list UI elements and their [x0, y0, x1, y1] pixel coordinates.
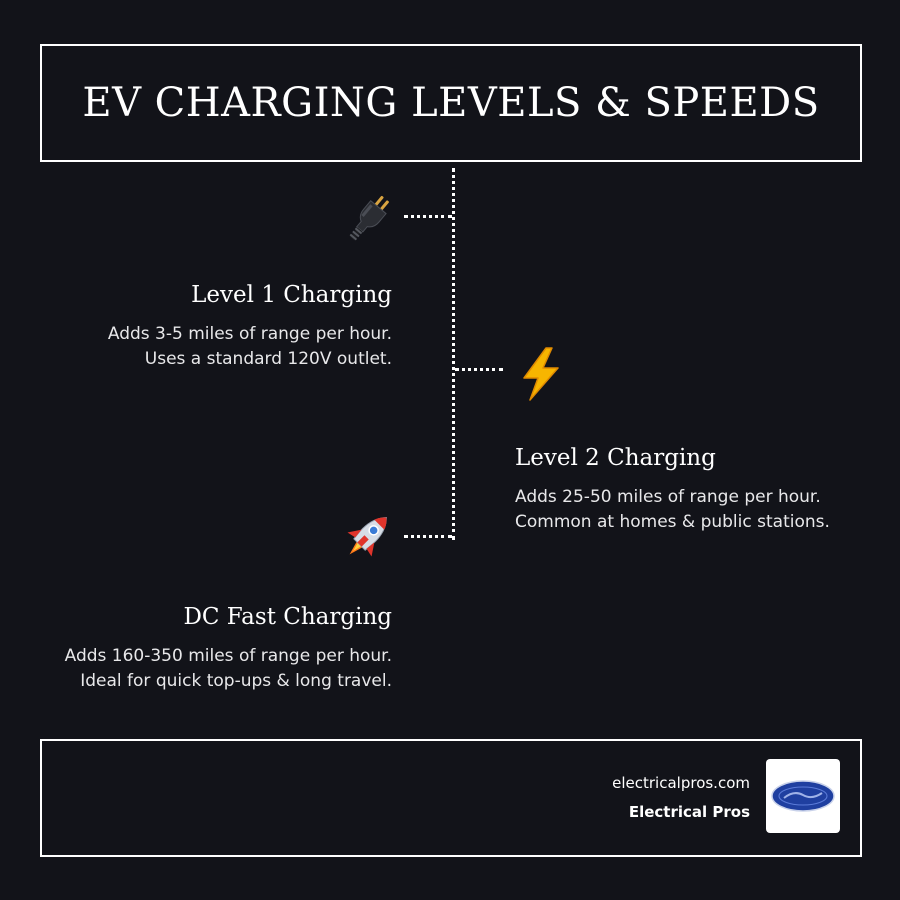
lightning-bolt-icon	[516, 346, 572, 402]
dc-fast-description-line-1: Adds 160-350 miles of range per hour.	[64, 646, 392, 666]
level-1-card: Level 1 Charging Adds 3-5 miles of range…	[108, 282, 392, 372]
footer: electricalpros.com Electrical Pros	[40, 739, 862, 857]
page-title: EV CHARGING LEVELS & SPEEDS	[82, 80, 820, 126]
rocket-icon	[340, 508, 396, 564]
dc-fast-card: DC Fast Charging Adds 160-350 miles of r…	[65, 604, 392, 694]
dc-fast-title: DC Fast Charging	[183, 604, 392, 630]
website-link[interactable]: electricalpros.com	[612, 774, 750, 792]
level-1-description-line-2: Uses a standard 120V outlet.	[144, 349, 392, 369]
timeline-connector-level-2	[455, 368, 503, 371]
dc-fast-description-line-2: Ideal for quick top-ups & long travel.	[80, 671, 392, 691]
timeline-connector-dc-fast	[404, 535, 452, 538]
title-frame: EV CHARGING LEVELS & SPEEDS	[40, 44, 862, 162]
plug-icon	[340, 190, 396, 246]
timeline-line	[452, 168, 455, 540]
level-1-description-line-1: Adds 3-5 miles of range per hour.	[107, 324, 392, 344]
brand-name: Electrical Pros	[628, 803, 750, 821]
brand-logo-icon	[766, 759, 840, 833]
level-2-card: Level 2 Charging Adds 25-50 miles of ran…	[515, 445, 830, 535]
timeline-connector-level-1	[404, 215, 452, 218]
level-2-title: Level 2 Charging	[515, 445, 716, 471]
level-2-description-line-1: Adds 25-50 miles of range per hour.	[515, 487, 821, 507]
level-2-description-line-2: Common at homes & public stations.	[515, 512, 830, 532]
level-1-title: Level 1 Charging	[191, 282, 392, 308]
